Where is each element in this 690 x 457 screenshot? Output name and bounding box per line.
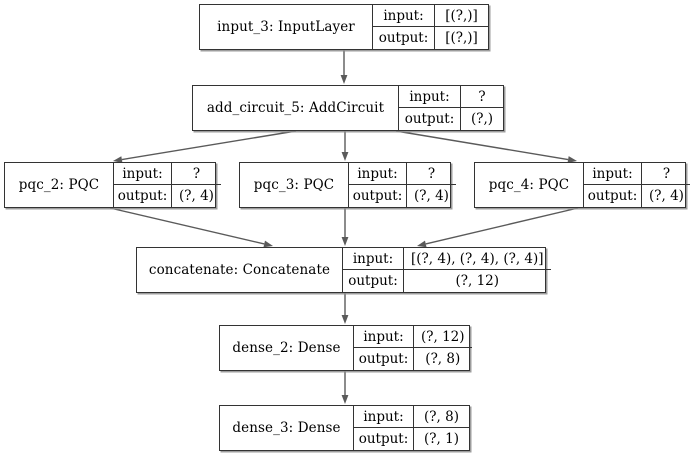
- io-value-output: (?, 4): [414, 188, 449, 204]
- node-io-table: input:?output:(?, 4): [113, 163, 221, 207]
- io-value-output: (?, 8): [425, 351, 461, 367]
- node-io-row-output: output: (?,): [399, 108, 503, 130]
- node-io-row-output: output: [(?,)]: [373, 27, 488, 49]
- node-io-table: input:?output:(?, 4): [348, 163, 456, 207]
- node-title: pqc_3: PQC: [253, 177, 335, 193]
- edge-add_circuit_5-to-pqc_2: [113, 130, 297, 163]
- node-io-table: input: [(?, 4), (?, 4), (?, 4)] output: (?,…: [342, 248, 551, 292]
- io-label-input: input:: [584, 163, 642, 184]
- node-io-row-output: output: (?, 4): [349, 185, 456, 207]
- io-label-output: output:: [399, 108, 461, 130]
- node-io-row-output: output: (?, 1): [354, 428, 469, 450]
- io-label-input: input:: [373, 5, 435, 26]
- io-value-output: (?, 12): [455, 273, 500, 289]
- edge-input_3-to-add_circuit_5: [340, 50, 348, 84]
- node-title: pqc_2: PQC: [18, 177, 100, 193]
- node-io-row-input: input:?: [399, 86, 503, 108]
- node-io-row-input: input:?: [349, 163, 456, 185]
- node-io-row-output: output: (?, 12): [343, 270, 551, 292]
- node-io-table: input: [(?,)] output: [(?,)]: [372, 5, 488, 49]
- node-io-table: input: (?, 12) output: (?, 8): [353, 326, 472, 370]
- edge-pqc_3-to-concatenate: [341, 208, 349, 246]
- io-value-output: (?, 4): [649, 188, 684, 204]
- node-io-row-input: input: [(?,)]: [373, 5, 488, 27]
- io-label-output: output:: [354, 428, 414, 450]
- node-io-row-input: input: (?, 12): [354, 326, 472, 348]
- edge-concatenate-to-dense_2: [341, 293, 349, 324]
- node-title: input_3: InputLayer: [217, 19, 355, 35]
- graph-node-dense_2: dense_2: Dense input: (?, 12) output: (?, 8): [219, 325, 472, 371]
- edge-dense_2-to-dense_3: [341, 371, 349, 404]
- node-io-table: input:?output:(?, 4): [583, 163, 690, 207]
- io-value-input: ?: [427, 165, 436, 182]
- io-label-output: output:: [584, 185, 642, 207]
- node-io-row-input: input: (?, 8): [354, 406, 469, 428]
- io-value-input: [(?, 4), (?, 4), (?, 4)]: [411, 250, 544, 267]
- node-io-table: input:?output:(?,): [398, 86, 503, 130]
- node-io-row-input: input:?: [584, 163, 690, 185]
- io-label-input: input:: [114, 163, 172, 184]
- io-value-output: [(?,)]: [445, 30, 478, 46]
- node-title: dense_2: Dense: [232, 340, 341, 356]
- node-io-row-output: output: (?, 8): [354, 348, 472, 370]
- node-io-row-input: input: [(?, 4), (?, 4), (?, 4)]: [343, 248, 551, 270]
- io-label-input: input:: [399, 86, 461, 107]
- io-value-output: (?, 1): [424, 431, 459, 447]
- node-title: pqc_4: PQC: [488, 177, 570, 193]
- graph-node-concatenate: concatenate: Concatenate input: [(?, 4), (…: [136, 247, 551, 293]
- graph-node-input_3: input_3: InputLayer input: [(?,)] output: [(…: [199, 4, 489, 50]
- io-label-output: output:: [343, 270, 404, 292]
- node-title: dense_3: Dense: [232, 420, 341, 436]
- io-label-output: output:: [114, 185, 172, 207]
- io-value-input: [(?,)]: [445, 7, 478, 24]
- io-value-output: (?,): [470, 111, 494, 127]
- edge-add_circuit_5-to-pqc_4: [395, 130, 577, 163]
- io-label-output: output:: [373, 27, 435, 49]
- io-label-input: input:: [349, 163, 407, 184]
- edge-pqc_2-to-concatenate: [109, 207, 273, 248]
- node-io-row-input: input:?: [114, 163, 221, 185]
- io-label-input: input:: [343, 248, 404, 269]
- io-value-input: ?: [478, 88, 486, 105]
- node-title: add_circuit_5: AddCircuit: [206, 100, 385, 116]
- edge-add_circuit_5-to-pqc_3: [341, 131, 349, 161]
- io-value-input: ?: [192, 165, 201, 182]
- graph-node-dense_3: dense_3: Dense input: (?, 8) output: (?, 1): [219, 405, 470, 451]
- node-io-row-output: output: (?, 4): [584, 185, 690, 207]
- node-io-row-output: output: (?, 4): [114, 185, 221, 207]
- node-title: concatenate: Concatenate: [148, 262, 331, 278]
- edge-pqc_4-to-concatenate: [417, 207, 579, 248]
- io-value-output: (?, 4): [179, 188, 214, 204]
- io-label-input: input:: [354, 326, 414, 347]
- io-label-output: output:: [354, 348, 414, 370]
- io-value-input: ?: [662, 165, 671, 182]
- node-io-table: input: (?, 8) output: (?, 1): [353, 406, 469, 450]
- io-label-input: input:: [354, 406, 414, 427]
- io-value-input: (?, 12): [421, 328, 465, 345]
- io-value-input: (?, 8): [424, 408, 459, 425]
- io-label-output: output:: [349, 185, 407, 207]
